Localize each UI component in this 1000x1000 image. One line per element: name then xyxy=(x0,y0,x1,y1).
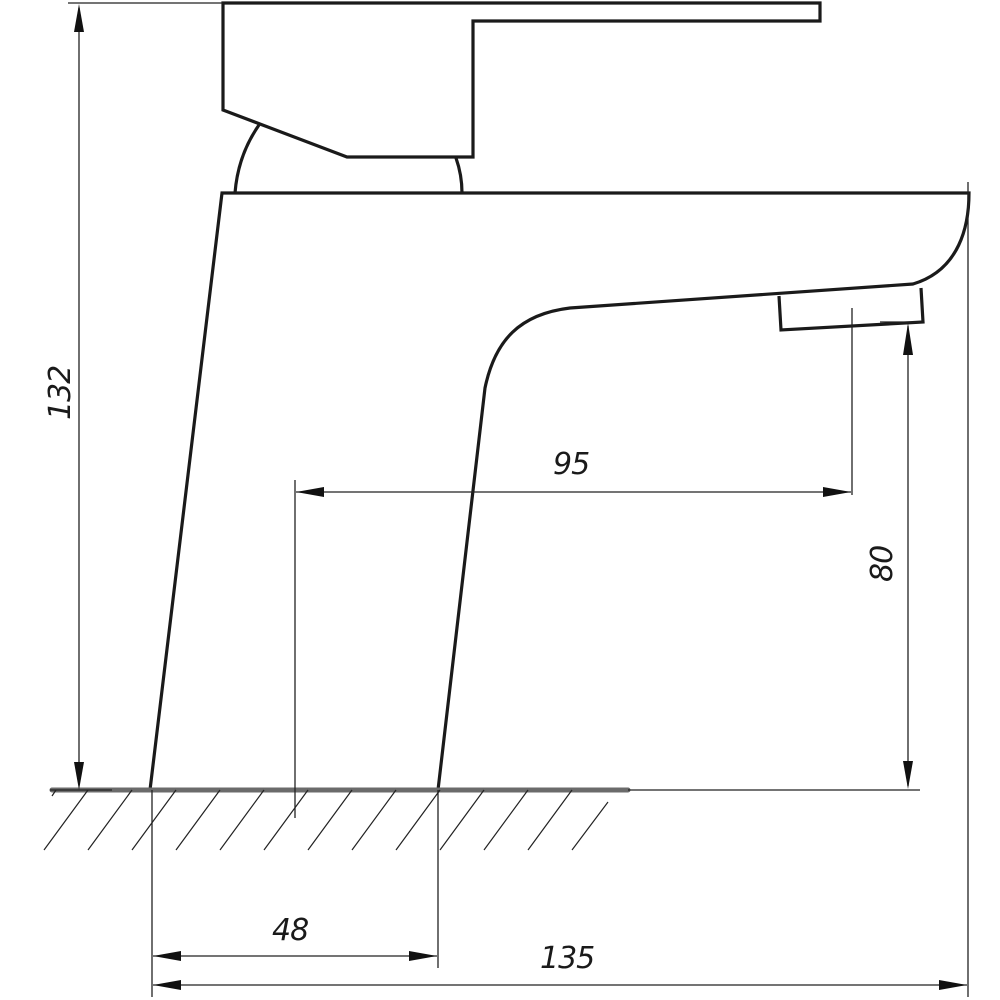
dimension-spout-clearance: 80 xyxy=(865,321,920,789)
arrow-left-icon xyxy=(153,951,181,961)
arrow-down-icon xyxy=(74,762,84,790)
cartridge-dome-right xyxy=(454,157,464,194)
handle-lever xyxy=(221,1,822,159)
counter-surface xyxy=(43,787,920,851)
arrow-right-icon xyxy=(823,487,851,497)
arrow-up-icon xyxy=(74,4,84,32)
label-spout-clearance: 80 xyxy=(865,546,900,582)
label-total-length: 135 xyxy=(540,941,594,976)
floor-hatching xyxy=(43,789,609,851)
arrow-right-icon xyxy=(939,980,967,990)
aerator xyxy=(777,287,925,332)
arrow-left-icon xyxy=(153,980,181,990)
arrow-down-icon xyxy=(903,761,913,789)
arrow-right-icon xyxy=(409,951,437,961)
dimension-total-height: 132 xyxy=(43,2,223,791)
cartridge-dome-left xyxy=(233,124,261,194)
label-total-height: 132 xyxy=(43,366,78,420)
label-base-width: 48 xyxy=(272,913,308,948)
dimension-base-width: 48 xyxy=(151,790,439,997)
dimension-total-length: 135 xyxy=(153,182,969,997)
arrow-up-icon xyxy=(903,323,913,355)
arrow-left-icon xyxy=(296,487,324,497)
label-spout-reach: 95 xyxy=(553,447,589,482)
faucet-outline xyxy=(148,1,971,791)
dimension-spout-reach: 95 xyxy=(294,308,853,818)
